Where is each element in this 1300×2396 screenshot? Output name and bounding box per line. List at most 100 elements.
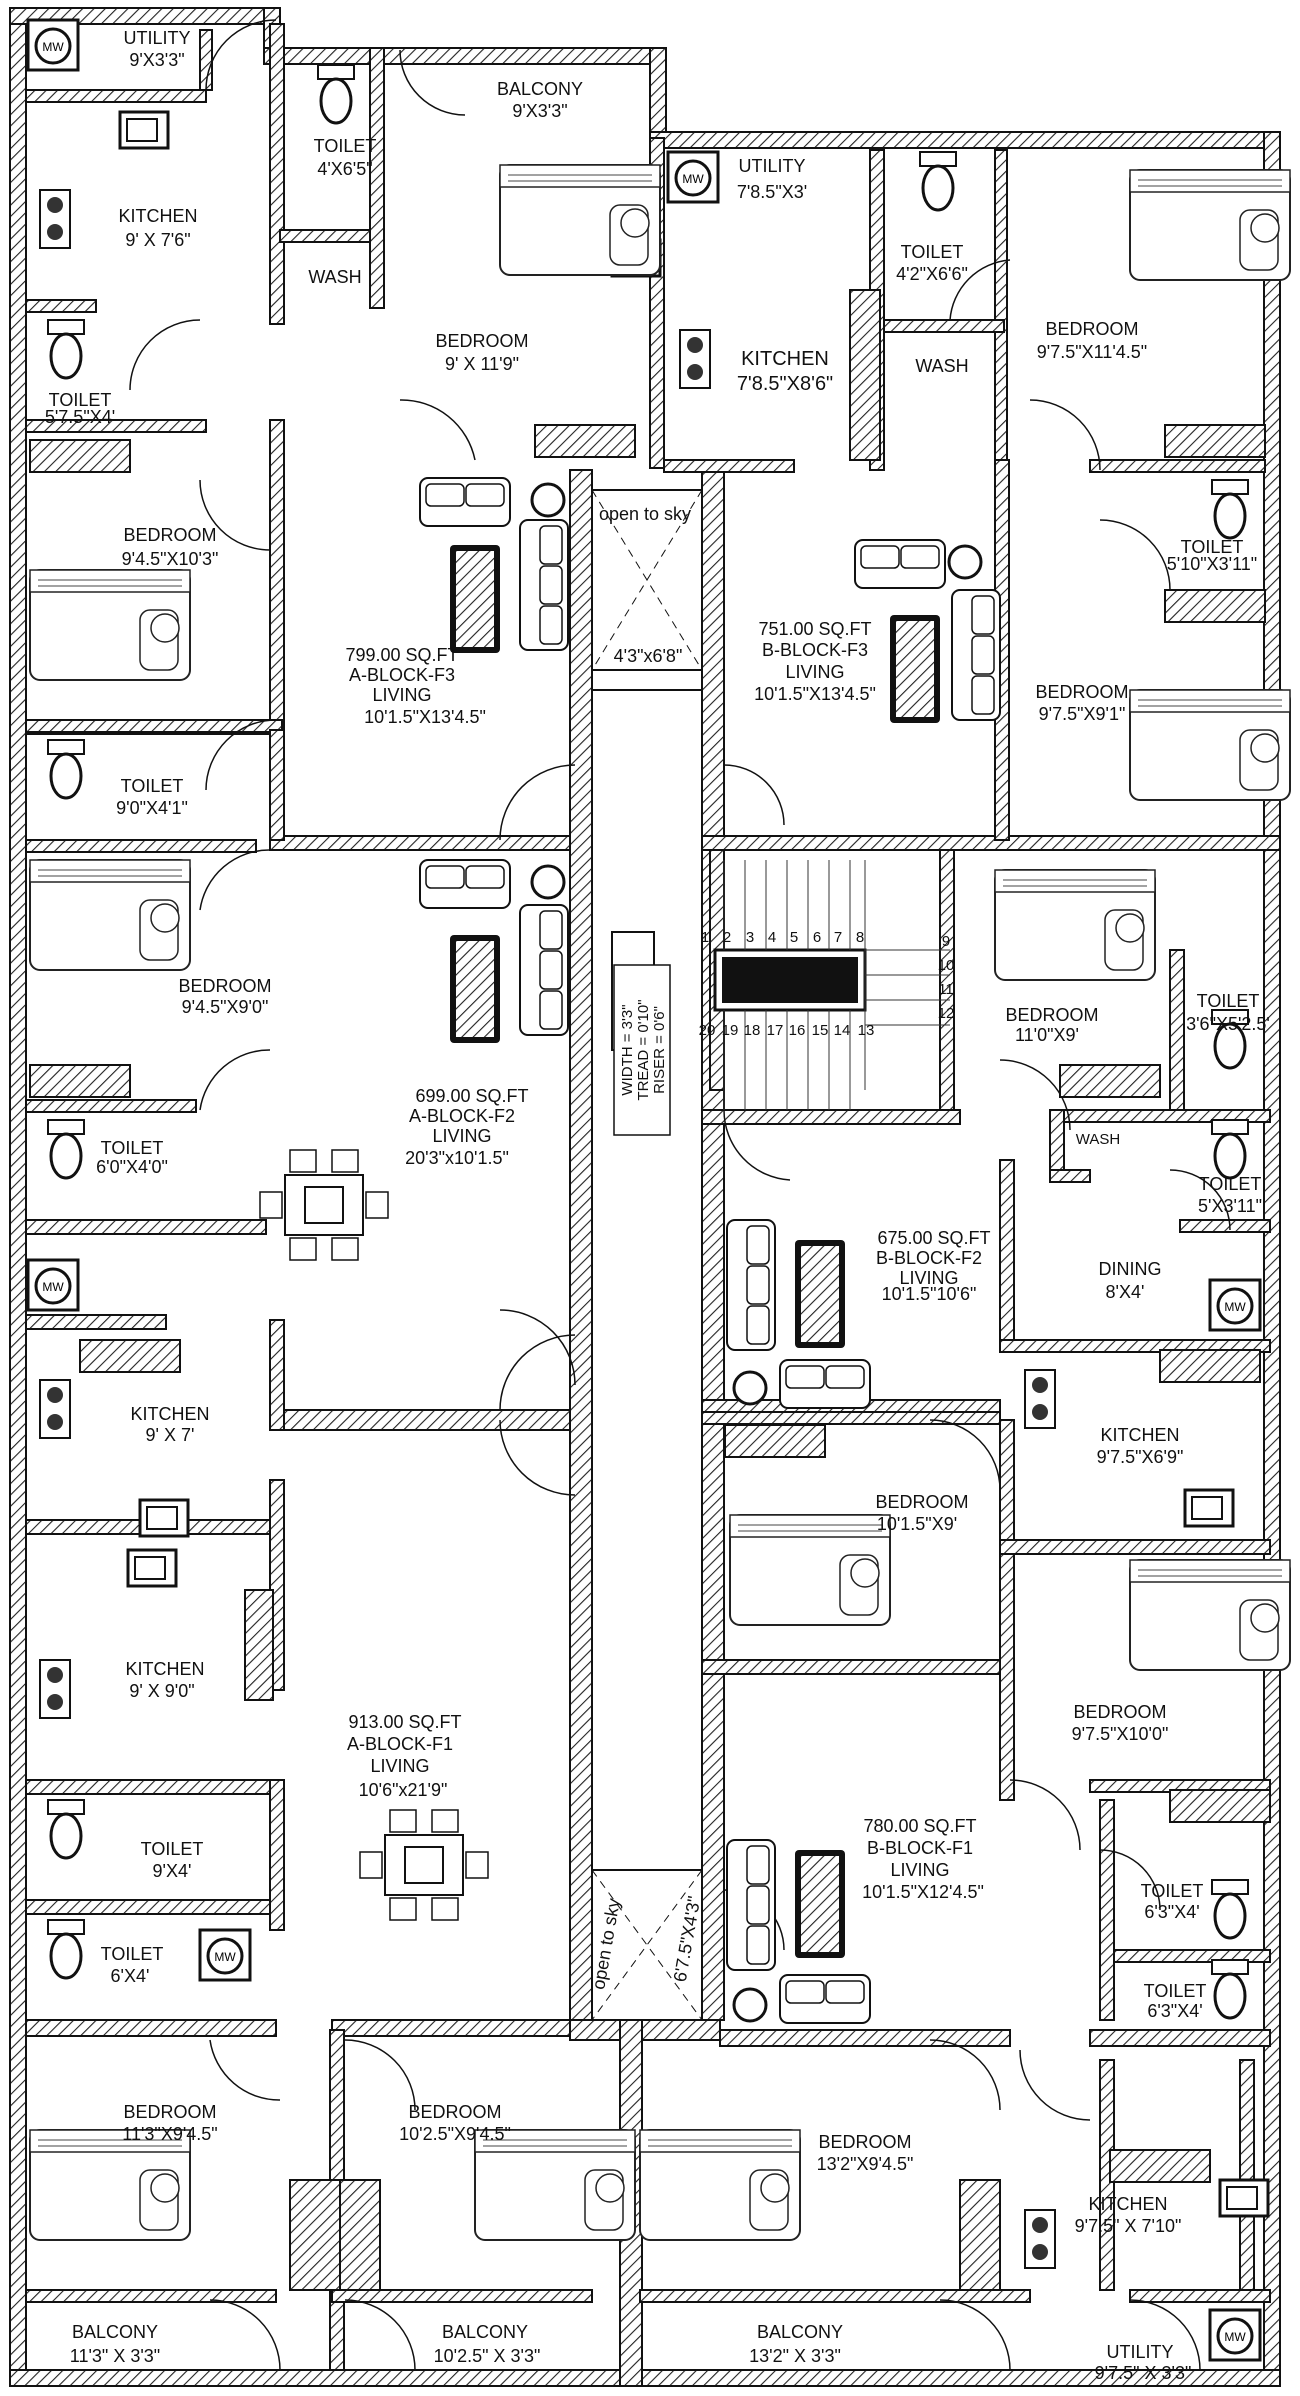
room-name: DINING [1099, 1259, 1162, 1279]
step-number: 3 [746, 929, 754, 946]
room-dim: 10'1.5"X12'4.5" [862, 1882, 984, 1902]
room-dim: 10'2.5" X 3'3" [434, 2346, 541, 2366]
furniture [26, 18, 1291, 2362]
room-name: BEDROOM [408, 2102, 501, 2122]
room-dim: 6'X4' [111, 1966, 150, 1986]
room-name: BEDROOM [875, 1492, 968, 1512]
open-to-sky-bottom [591, 1869, 703, 2021]
room-name: LIVING [890, 1860, 949, 1880]
room-name: BALCONY [442, 2322, 528, 2342]
area: 913.00 SQ.FT [348, 1712, 461, 1732]
room-name: BALCONY [757, 2322, 843, 2342]
stair-tread: TREAD = 0'10" [635, 999, 652, 1100]
room-name: TOILET [314, 136, 377, 156]
room-dim: 4'X6'5" [317, 159, 372, 179]
room-dim: 6'0"X4'0" [96, 1157, 168, 1177]
block: A-BLOCK-F2 [409, 1106, 515, 1126]
room-name: KITCHEN [125, 1659, 204, 1679]
room-dim: 5'X3'11" [1198, 1196, 1262, 1216]
open-to-sky-dim: 4'3"x6'8" [614, 646, 683, 666]
room-name: TOILET [1181, 537, 1244, 557]
room-name: BEDROOM [178, 976, 271, 996]
room-dim: 10'1.5"10'6" [882, 1284, 977, 1304]
step-number: 1 [701, 929, 709, 946]
room-dim: 8'X4' [1106, 1282, 1145, 1302]
room-dim: 11'3" X 3'3" [70, 2346, 160, 2366]
room-name: TOILET [1141, 1881, 1204, 1901]
room-dim: 9'7.5" X 7'10" [1075, 2216, 1182, 2236]
room-dim: 9'0"X4'1" [116, 798, 188, 818]
room-name: LIVING [370, 1756, 429, 1776]
step-number: 10 [938, 957, 955, 974]
room-dim: 9'7.5" X 3'3" [1095, 2363, 1192, 2383]
room-name: TOILET [101, 1944, 164, 1964]
room-name: TOILET [141, 1839, 204, 1859]
room-dim: 9'X3'3" [512, 101, 567, 121]
room-dim: 5'7.5"X4' [45, 407, 115, 427]
room-name: TOILET [121, 776, 184, 796]
room-name: KITCHEN [130, 1404, 209, 1424]
step-number: 17 [767, 1022, 784, 1039]
room-dim: 9'4.5"X9'0" [182, 997, 269, 1017]
room-name: TOILET [101, 1138, 164, 1158]
room-dim: 13'2"X9'4.5" [817, 2154, 914, 2174]
room-name: UTILITY [123, 28, 190, 48]
stair-width: WIDTH = 3'3" [619, 1004, 636, 1095]
room-dim: 10'2.5"X9'4.5" [399, 2124, 511, 2144]
room-name: KITCHEN [741, 348, 829, 370]
step-number: 2 [723, 929, 731, 946]
room-dim: 11'3"X9'4.5" [122, 2124, 217, 2144]
room-name: KITCHEN [1088, 2194, 1167, 2214]
block: B-BLOCK-F2 [876, 1248, 982, 1268]
area: 799.00 SQ.FT [345, 645, 458, 665]
room-name: KITCHEN [1100, 1425, 1179, 1445]
room-name: BALCONY [497, 79, 583, 99]
room-dim: 9'X4' [153, 1861, 192, 1881]
area: 780.00 SQ.FT [863, 1816, 976, 1836]
room-dim: 9'7.5"X6'9" [1097, 1447, 1184, 1467]
room-name: WASH [1076, 1131, 1120, 1148]
room-name: BEDROOM [1073, 1702, 1166, 1722]
room-dim: 10'1.5"X9' [877, 1514, 957, 1534]
room-name: BEDROOM [123, 2102, 216, 2122]
block: B-BLOCK-F1 [867, 1838, 973, 1858]
room-dim: 5'10"X3'11" [1167, 554, 1257, 574]
area: 751.00 SQ.FT [758, 619, 871, 639]
step-number: 12 [938, 1005, 955, 1022]
room-name: TOILET [1197, 991, 1260, 1011]
room-name: BEDROOM [123, 525, 216, 545]
room-name: TOILET [901, 242, 964, 262]
stair-step-numbers: 1 2 3 4 5 6 7 8 9 10 11 12 20 19 18 17 1… [699, 929, 955, 1039]
room-dim: 9' X 7' [146, 1425, 195, 1445]
room-name: BEDROOM [1005, 1005, 1098, 1025]
room-name: UTILITY [1106, 2342, 1173, 2362]
room-dim: 10'6"x21'9" [359, 1780, 448, 1800]
room-dim: 7'8.5"X8'6" [737, 373, 833, 395]
room-name: WASH [308, 267, 361, 287]
room-name: LIVING [785, 662, 844, 682]
room-name: LIVING [432, 1126, 491, 1146]
stair-riser: RISER = 0'6" [651, 1006, 668, 1094]
room-dim: 9'7.5"X9'1" [1039, 704, 1126, 724]
room-dim: 9'X3'3" [129, 50, 184, 70]
stair-specs: WIDTH = 3'3" TREAD = 0'10" RISER = 0'6" [613, 964, 671, 1136]
step-number: 5 [790, 929, 798, 946]
room-dim: 9' X 11'9" [445, 354, 519, 374]
step-number: 20 [699, 1022, 716, 1039]
room-dim: 6'3"X4' [1147, 2001, 1202, 2021]
room-name: TOILET [1199, 1174, 1262, 1194]
room-name: BALCONY [72, 2322, 158, 2342]
step-number: 13 [858, 1022, 875, 1039]
room-name: BEDROOM [1045, 319, 1138, 339]
room-name: LIVING [372, 685, 431, 705]
room-name: TOILET [49, 390, 112, 410]
block: A-BLOCK-F3 [349, 665, 455, 685]
room-name: LIVING [899, 1268, 958, 1288]
area: 675.00 SQ.FT [877, 1228, 990, 1248]
room-dim: 13'2" X 3'3" [749, 2346, 841, 2366]
open-to-sky-label: open to sky [599, 504, 691, 524]
room-dim: 3'6"X5'2.5' [1186, 1014, 1270, 1034]
step-number: 8 [856, 929, 864, 946]
room-dim: 9'7.5"X11'4.5" [1037, 342, 1147, 362]
